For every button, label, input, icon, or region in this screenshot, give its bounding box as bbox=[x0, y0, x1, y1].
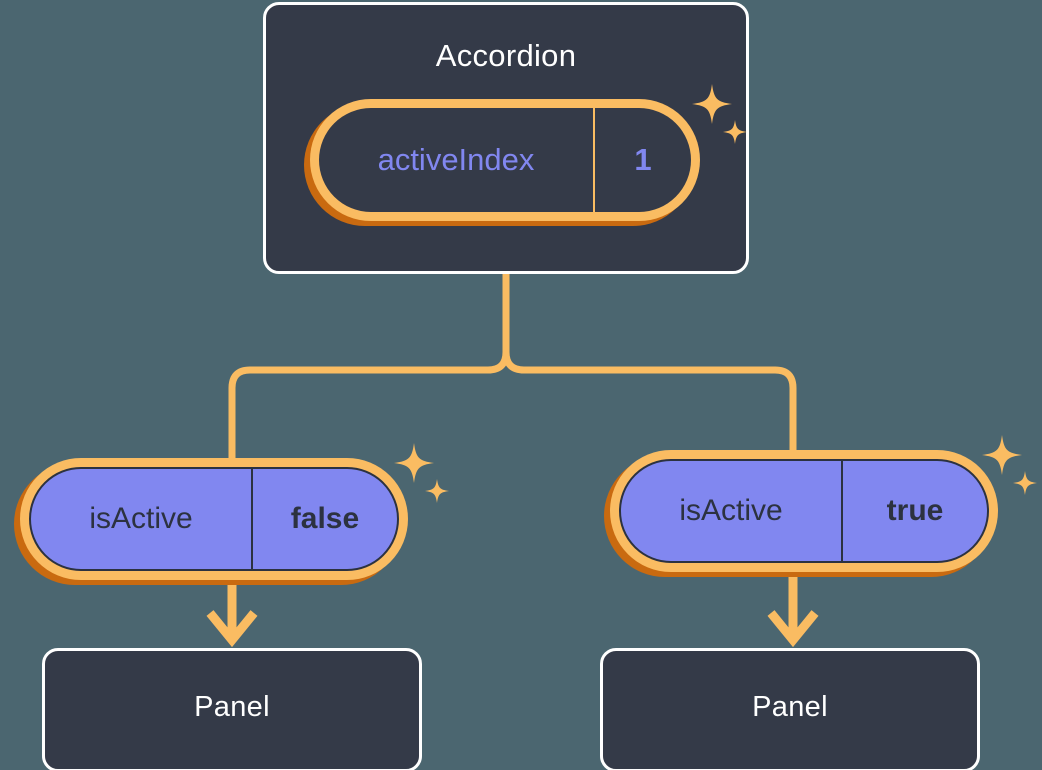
connector-trunk bbox=[228, 270, 510, 466]
accordion-card-title: Accordion bbox=[435, 38, 577, 73]
arrow-down-icon-right bbox=[767, 572, 819, 648]
connector-trunk-right bbox=[502, 270, 797, 459]
prop-key: isActive bbox=[89, 502, 193, 535]
pill-body: isActive false bbox=[29, 467, 399, 571]
sparkle-icon bbox=[1013, 471, 1037, 495]
prop-pill-active-index[interactable]: activeIndex 1 bbox=[304, 99, 700, 226]
prop-value: true bbox=[841, 461, 987, 561]
panel-component-card-left[interactable]: Panel bbox=[42, 648, 422, 770]
prop-pill-is-active-left[interactable]: isActive false bbox=[14, 458, 408, 585]
panel-card-title: Panel bbox=[194, 691, 270, 723]
arrow-down-icon-left bbox=[206, 580, 258, 648]
panel-component-card-right[interactable]: Panel bbox=[600, 648, 980, 770]
pill-body: isActive true bbox=[619, 459, 989, 563]
sparkle-icon bbox=[425, 479, 449, 503]
prop-pill-is-active-right[interactable]: isActive true bbox=[604, 450, 998, 577]
pill-body: activeIndex 1 bbox=[319, 108, 691, 212]
prop-value: 1 bbox=[593, 108, 691, 212]
prop-value: false bbox=[251, 469, 397, 569]
prop-key: activeIndex bbox=[377, 142, 535, 177]
prop-key: isActive bbox=[679, 494, 783, 527]
panel-card-title: Panel bbox=[752, 691, 828, 723]
